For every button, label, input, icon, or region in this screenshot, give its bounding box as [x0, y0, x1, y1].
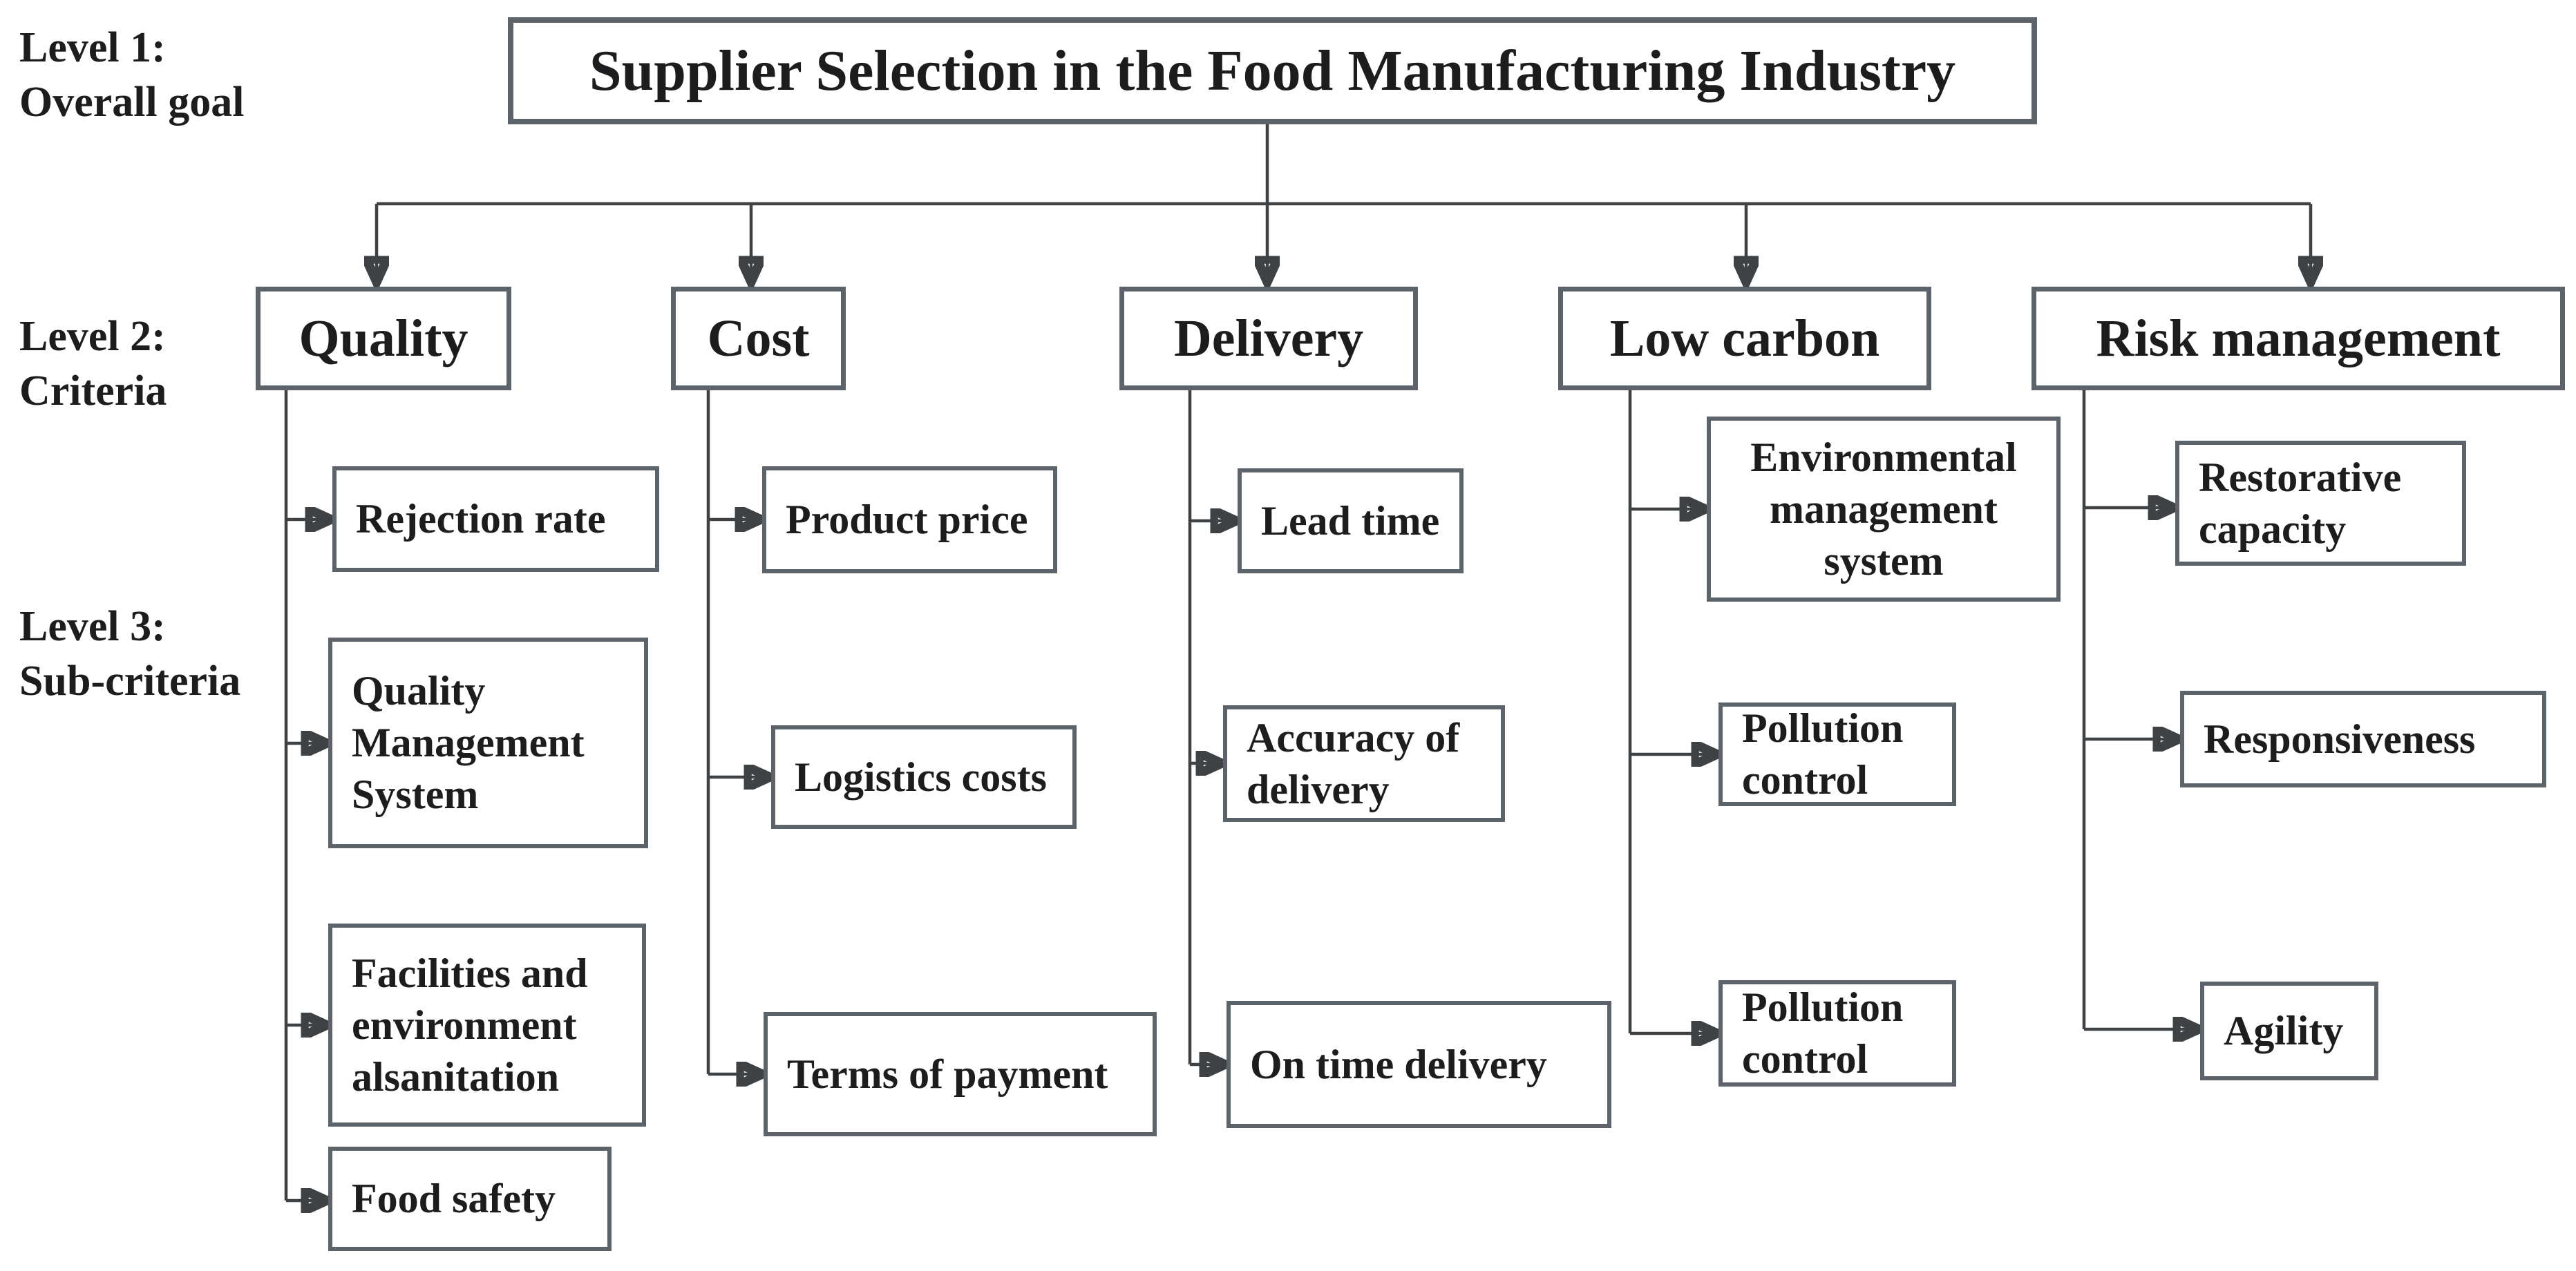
sub-criterion-environmental-management-system: Environmental management system	[1707, 417, 2061, 602]
level1-annotation: Level 1: Overall goal	[19, 24, 245, 126]
criterion-low-carbon: Low carbon	[1558, 287, 1931, 390]
sub-criterion-pollution-control-2: Pollution control	[1718, 980, 1956, 1087]
sub-criterion-restorative-capacity: Restorative capacity	[2175, 441, 2466, 566]
sub-criterion-terms-of-payment: Terms of payment	[764, 1012, 1157, 1136]
criterion-quality: Quality	[256, 287, 511, 390]
sub-criterion-food-safety: Food safety	[328, 1147, 612, 1251]
sub-criterion-accuracy-of-delivery: Accuracy of delivery	[1223, 705, 1505, 822]
criterion-delivery: Delivery	[1119, 287, 1418, 390]
sub-criterion-quality-management-system: Quality Management System	[328, 638, 648, 848]
sub-criterion-logistics-costs: Logistics costs	[771, 725, 1077, 829]
sub-criterion-agility: Agility	[2200, 982, 2378, 1080]
sub-criterion-facilities-environment-sanitation: Facilities and environment alsanitation	[328, 924, 646, 1127]
level2-annotation: Level 2: Criteria	[19, 313, 167, 415]
sub-criterion-product-price: Product price	[762, 466, 1057, 573]
criterion-cost: Cost	[671, 287, 846, 390]
sub-criterion-responsiveness: Responsiveness	[2180, 691, 2546, 787]
sub-criterion-on-time-delivery: On time delivery	[1227, 1001, 1611, 1128]
sub-criterion-lead-time: Lead time	[1238, 468, 1464, 573]
criterion-risk-management: Risk management	[2032, 287, 2565, 390]
sub-criterion-rejection-rate: Rejection rate	[332, 466, 659, 572]
goal-box: Supplier Selection in the Food Manufactu…	[508, 17, 2037, 124]
sub-criterion-pollution-control-1: Pollution control	[1718, 703, 1956, 806]
level3-annotation: Level 3: Sub-criteria	[19, 603, 241, 705]
